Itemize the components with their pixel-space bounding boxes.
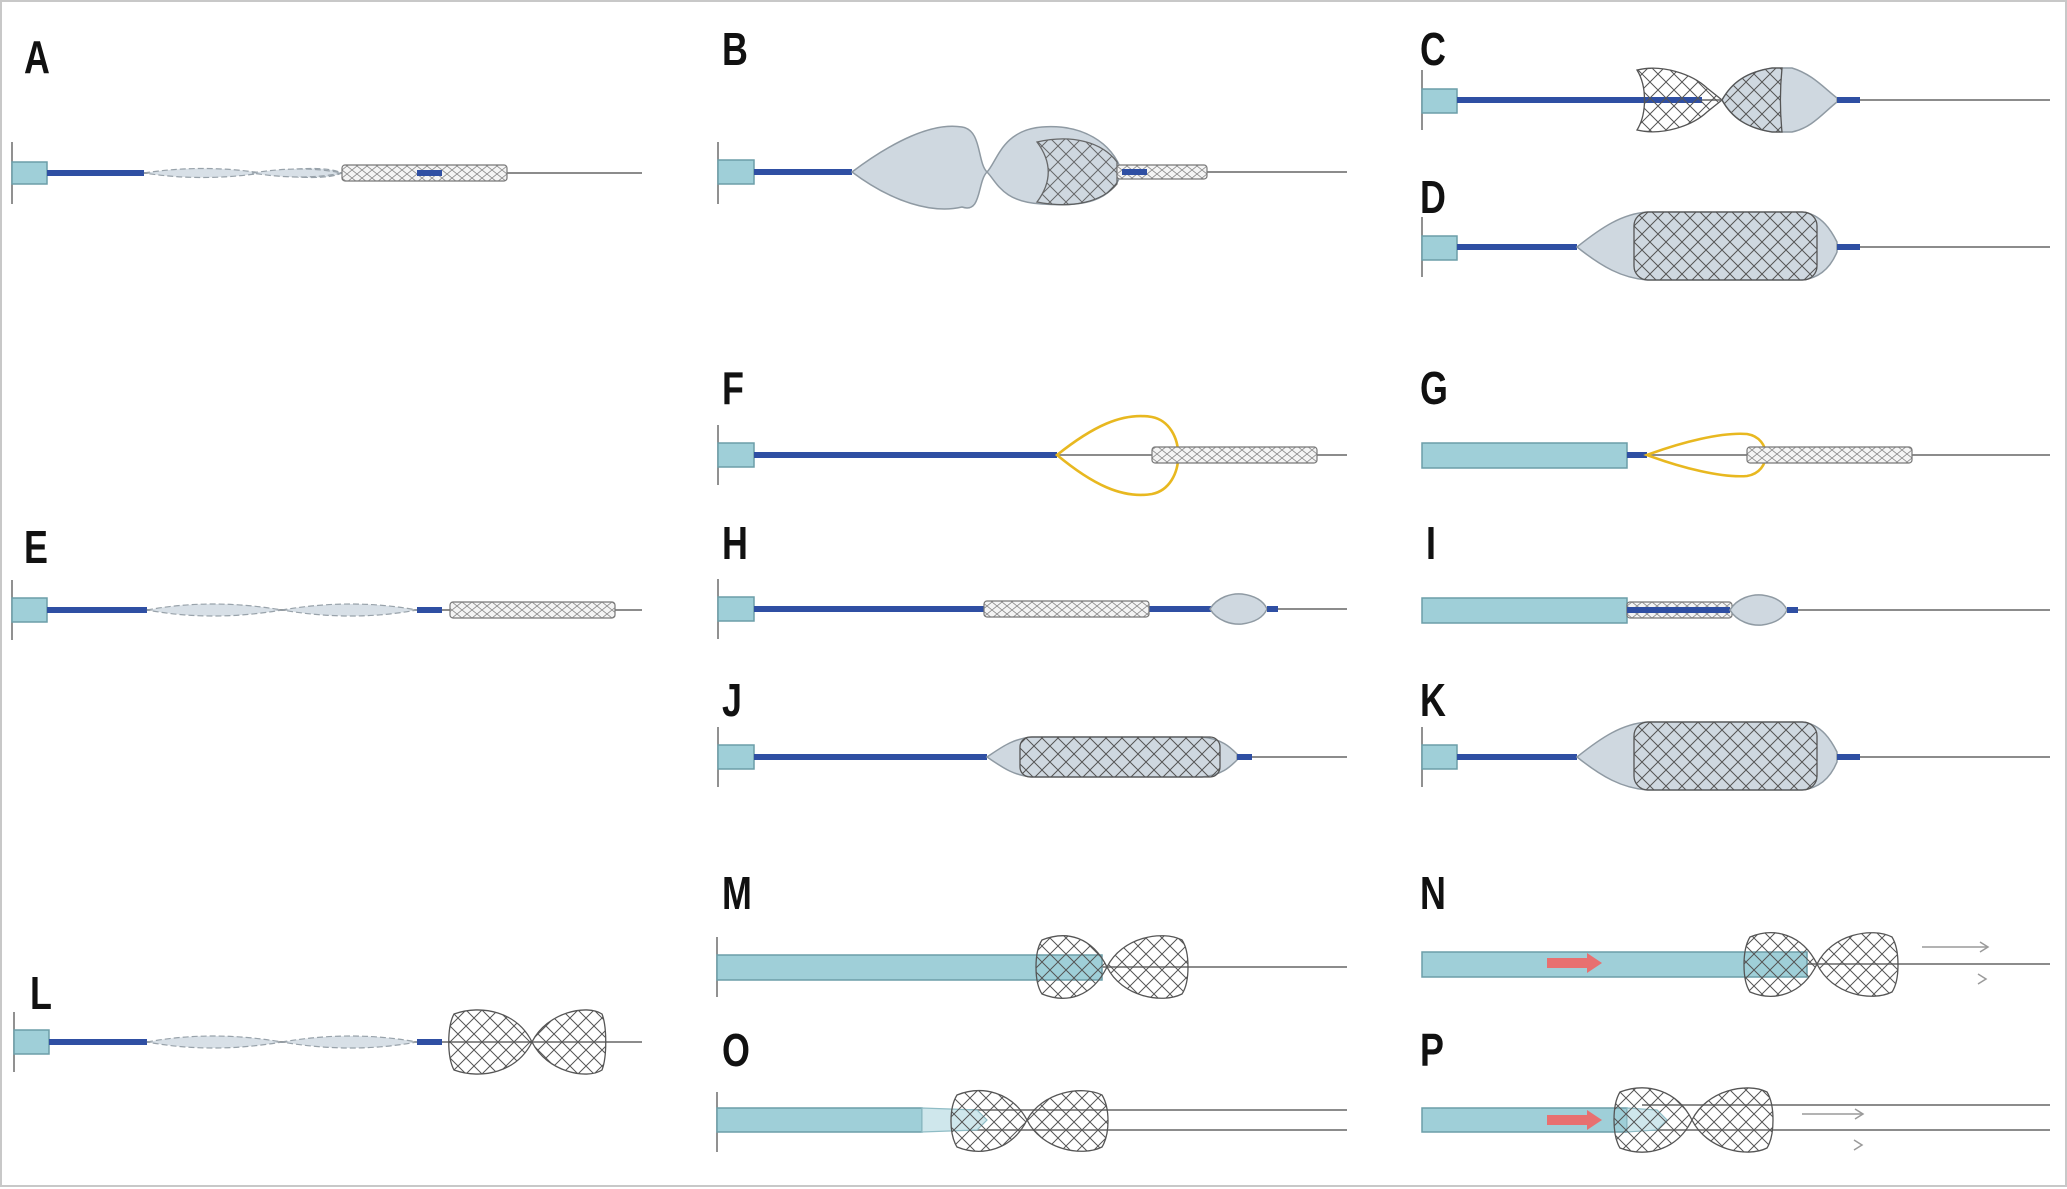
panel-label-h: H: [722, 517, 748, 569]
panel-label-j: J: [722, 674, 742, 726]
panel-k: [1421, 721, 2050, 791]
panel-label-e: E: [24, 521, 48, 573]
panel-label-i: I: [1426, 517, 1436, 569]
panel-label-g: G: [1420, 362, 1448, 414]
panel-label-p: P: [1420, 1024, 1444, 1076]
panel-j: [717, 727, 1347, 787]
panel-p: [1421, 1087, 2050, 1153]
panel-b: [717, 125, 1347, 210]
advance-arrow-p: [1547, 1110, 1602, 1130]
panel-label-k: K: [1420, 674, 1446, 726]
panel-f: [717, 414, 1347, 497]
panel-c: [1421, 67, 2050, 133]
advance-arrow-n: [1547, 953, 1602, 973]
panel-e: [11, 580, 642, 640]
panel-label-m: M: [722, 867, 752, 919]
panel-label-l: L: [30, 967, 52, 1019]
panel-label-d: D: [1420, 171, 1446, 223]
panel-o: [716, 1090, 1347, 1152]
panel-g: [1421, 432, 2050, 478]
panel-m: [716, 935, 1347, 999]
panel-label-o: O: [722, 1024, 750, 1076]
panel-i: [1421, 594, 2050, 626]
panel-label-n: N: [1420, 867, 1446, 919]
panel-label-b: B: [722, 23, 748, 75]
panel-a: [11, 142, 642, 204]
panel-h: [717, 579, 1347, 639]
panel-label-c: C: [1420, 23, 1446, 75]
panel-l: [13, 1009, 642, 1075]
panel-n: [1421, 932, 2050, 997]
hub-a: [11, 161, 48, 185]
panel-d: [1421, 211, 2050, 281]
sheath-g: [1421, 442, 1628, 469]
panel-label-a: A: [24, 31, 50, 83]
panel-label-f: F: [722, 362, 744, 414]
